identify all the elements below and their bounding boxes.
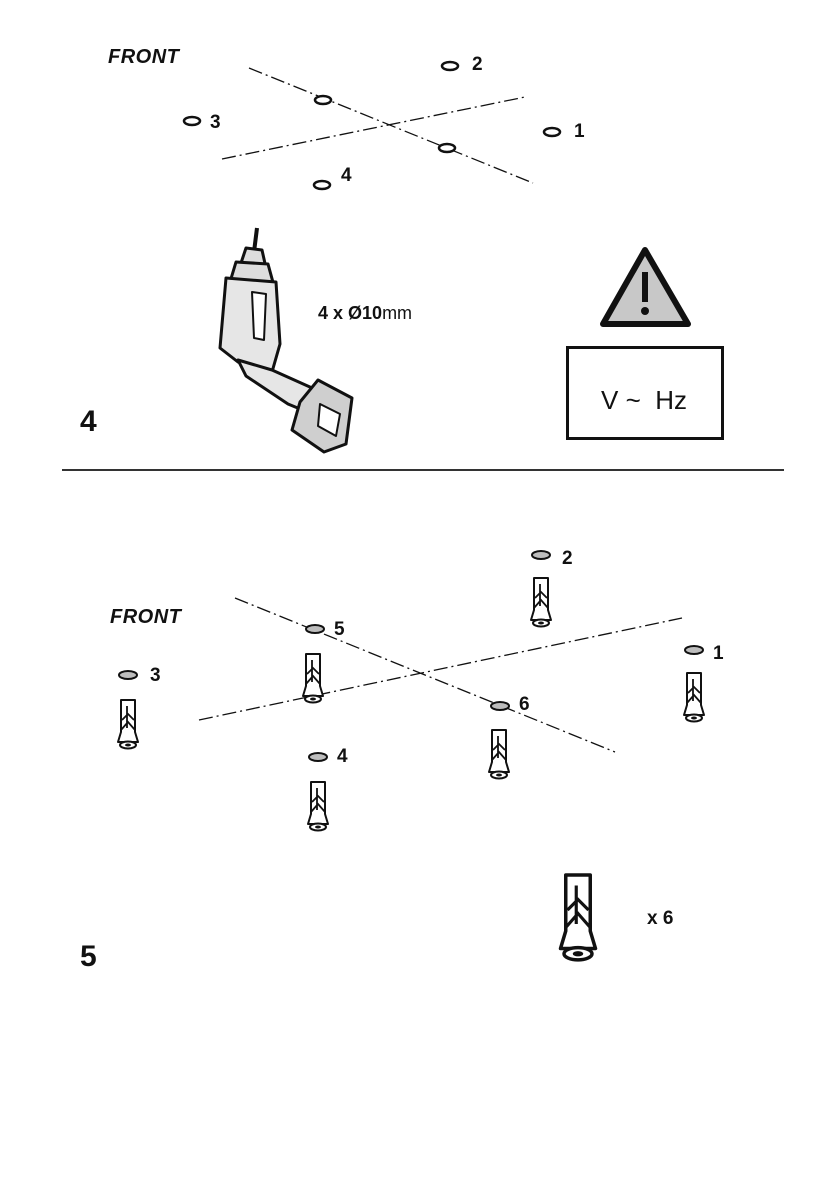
hole-label-4: 4 <box>337 746 348 768</box>
hole-5 <box>306 625 324 633</box>
wall-plug-icon <box>308 782 328 831</box>
hole-3 <box>119 671 137 679</box>
wall-plug-icon <box>489 730 509 779</box>
hole-label-3: 3 <box>150 665 161 687</box>
axis-line <box>199 618 682 720</box>
hole-2 <box>532 551 550 559</box>
wall-plug-icon <box>303 654 323 703</box>
hole-label-5: 5 <box>334 619 345 641</box>
hole-1 <box>685 646 703 654</box>
wall-plug-icon <box>684 673 704 722</box>
hole-label-2: 2 <box>562 548 573 570</box>
hole-label-1: 1 <box>713 643 724 665</box>
axis-line <box>235 598 615 752</box>
hole-4 <box>309 753 327 761</box>
wall-plug-icon <box>118 700 138 749</box>
plug-quantity: x 6 <box>647 908 673 930</box>
hole-label-6: 6 <box>519 694 530 716</box>
step-number-5: 5 <box>80 940 97 974</box>
wall-plug-icon <box>531 578 551 627</box>
hole-6 <box>491 702 509 710</box>
wall-plug-icon <box>561 875 596 960</box>
